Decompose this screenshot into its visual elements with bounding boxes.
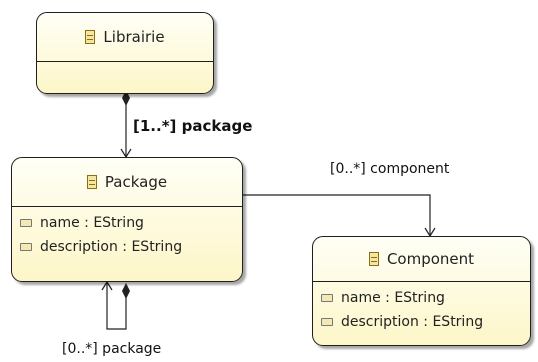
class-icon bbox=[85, 30, 96, 44]
class-package[interactable]: Package name : EString description : ESt… bbox=[11, 157, 243, 282]
class-package-header: Package bbox=[12, 158, 242, 207]
attribute-icon bbox=[20, 243, 32, 251]
attribute-label: name : EString bbox=[40, 215, 144, 231]
class-component-attributes: name : EString description : EString bbox=[313, 282, 530, 338]
association-label-package[interactable]: [1..*] package bbox=[133, 117, 253, 135]
composition-diamond-icon bbox=[122, 90, 130, 106]
attribute-label: description : EString bbox=[341, 314, 484, 330]
attribute-icon bbox=[20, 219, 32, 227]
class-librairie-header: Librairie bbox=[37, 13, 213, 62]
class-icon bbox=[368, 252, 379, 266]
class-icon bbox=[86, 175, 97, 189]
attribute-label: description : EString bbox=[40, 239, 183, 255]
class-package-name: Package bbox=[104, 173, 168, 191]
package-self-edge[interactable] bbox=[106, 282, 127, 330]
class-librairie[interactable]: Librairie bbox=[36, 12, 214, 94]
package-component-edge[interactable] bbox=[207, 194, 431, 236]
class-package-attributes: name : EString description : EString bbox=[12, 207, 242, 263]
class-librairie-name: Librairie bbox=[103, 28, 165, 46]
arrowhead-icon bbox=[101, 280, 113, 291]
attribute-icon bbox=[321, 294, 333, 302]
attribute-label: name : EString bbox=[341, 290, 445, 306]
class-component[interactable]: Component name : EString description : E… bbox=[312, 236, 531, 346]
class-component-name: Component bbox=[386, 250, 475, 268]
attribute-icon bbox=[321, 318, 333, 326]
association-label-component[interactable]: [0..*] component bbox=[330, 161, 450, 177]
association-label-self-package[interactable]: [0..*] package bbox=[62, 341, 162, 357]
composition-diamond-icon bbox=[122, 283, 130, 299]
attribute-row[interactable]: description : EString bbox=[321, 310, 522, 334]
attribute-row[interactable]: name : EString bbox=[20, 211, 234, 235]
attribute-row[interactable]: description : EString bbox=[20, 235, 234, 259]
attribute-row[interactable]: name : EString bbox=[321, 286, 522, 310]
class-component-header: Component bbox=[313, 237, 530, 282]
